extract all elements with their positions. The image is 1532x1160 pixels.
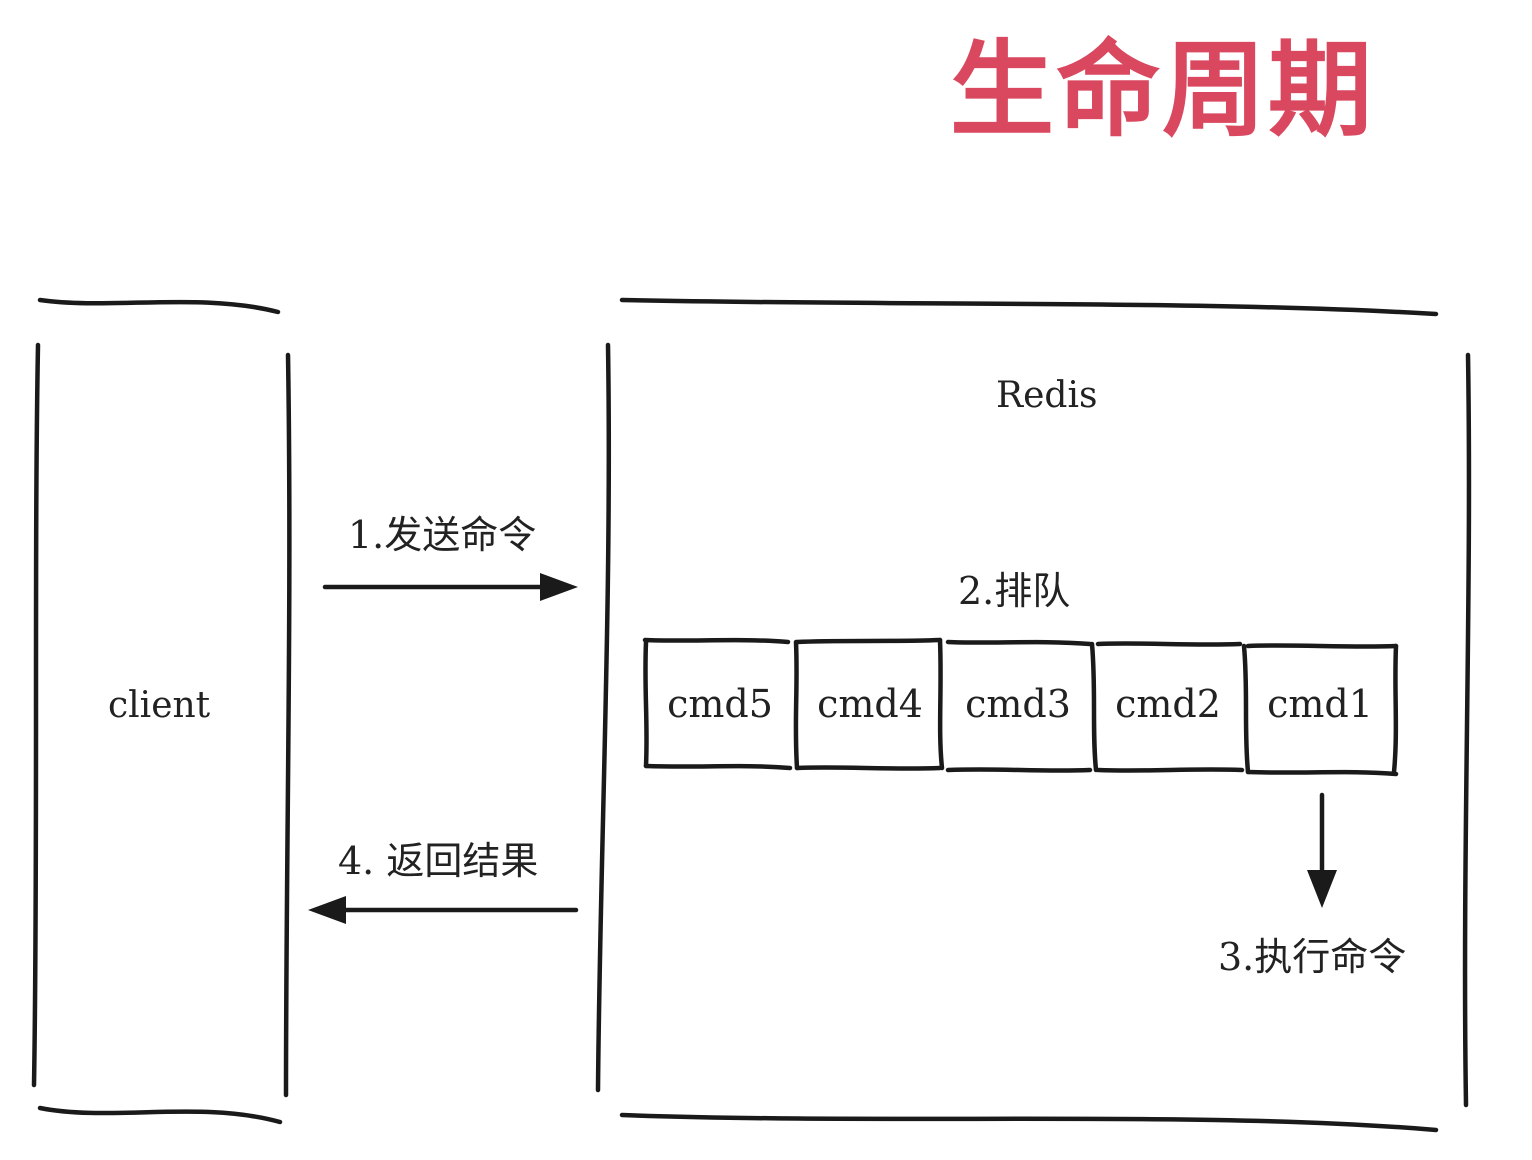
queue-cell-2: cmd4 xyxy=(817,682,923,726)
page-title: 生命周期 xyxy=(950,29,1375,151)
redis-label: Redis xyxy=(996,375,1098,416)
queue-cell-5: cmd1 xyxy=(1267,682,1373,726)
queue-cell-3: cmd3 xyxy=(965,682,1071,726)
step-return-label: 4. 返回结果 xyxy=(338,839,539,883)
step-execute-label: 3.执行命令 xyxy=(1218,935,1407,979)
return-arrowhead xyxy=(308,896,346,924)
queue-cell-4: cmd2 xyxy=(1115,682,1221,726)
queue-cell-1: cmd5 xyxy=(667,682,773,726)
step-queue-label: 2.排队 xyxy=(958,569,1071,613)
client-box xyxy=(31,297,292,1125)
queue-cells xyxy=(642,637,1399,777)
client-label: client xyxy=(108,685,211,726)
redis-box xyxy=(595,297,1472,1133)
step-send-label: 1.发送命令 xyxy=(348,513,537,557)
send-arrowhead xyxy=(540,573,578,601)
execute-arrowhead xyxy=(1307,870,1337,908)
